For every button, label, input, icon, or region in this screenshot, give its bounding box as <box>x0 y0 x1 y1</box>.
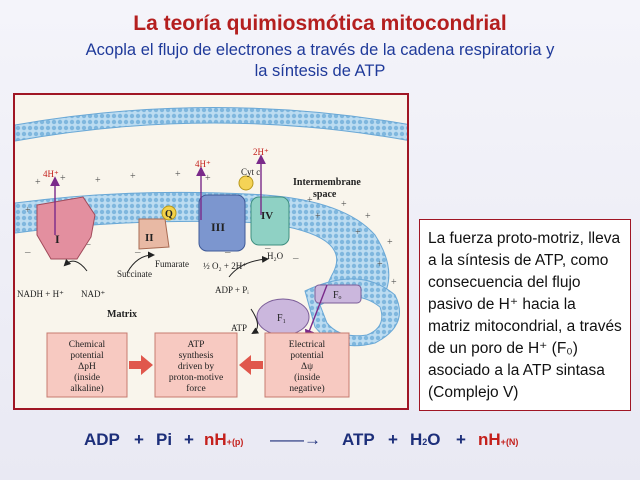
atp-box-line-5: force <box>186 383 206 394</box>
complex-iv-label: IV <box>261 210 273 222</box>
chemical-box-line-2: potential <box>70 351 104 361</box>
succinate-label: Succinate <box>117 269 152 279</box>
svg-text:+: + <box>95 175 101 186</box>
complex-i-shape <box>36 196 96 260</box>
slide-subtitle: Acopla el flujo de electrones a través d… <box>40 40 600 82</box>
electrical-box-line-2: potential <box>290 351 324 361</box>
chemical-box-line-4: (inside <box>74 372 100 383</box>
complex-ii-label: II <box>145 232 154 244</box>
proton-label-mid: 4H⁺ <box>195 159 211 169</box>
electrical-box-line-3: Δψ <box>301 362 313 372</box>
atp-box-line-2: synthesis <box>179 351 214 361</box>
eq-h2o: H2O <box>410 430 441 450</box>
svg-text:–: – <box>24 246 31 258</box>
fo-label: Fₒ <box>333 290 342 301</box>
svg-text:+: + <box>355 227 361 238</box>
svg-text:–: – <box>292 252 299 264</box>
eq-plus-4: + <box>456 430 466 449</box>
atp-label: ATP <box>231 323 247 333</box>
complex-iii-label: III <box>211 220 225 234</box>
nad-label: NAD⁺ <box>81 289 105 299</box>
adp-label: ADP + Pᵢ <box>215 285 249 295</box>
arrow-right-icon <box>129 355 153 375</box>
svg-text:+: + <box>130 171 136 182</box>
eq-plus-3: + <box>388 430 398 449</box>
eq-nh-left-text: nH <box>204 430 227 449</box>
eq-sub-left: (p) <box>231 437 244 447</box>
svg-text:+: + <box>25 205 31 216</box>
outer-membrane <box>15 107 407 142</box>
svg-text:+: + <box>387 237 393 248</box>
eq-plus-2: + <box>184 430 194 449</box>
chemical-box-line-1: Chemical <box>69 340 106 350</box>
oxygen-label: ½ O₂ + 2H⁺ <box>203 261 247 271</box>
space-label: space <box>313 189 337 200</box>
eq-nh-right-text: nH <box>478 430 501 449</box>
svg-text:+: + <box>60 173 66 184</box>
q-label: Q <box>165 209 173 220</box>
svg-text:–: – <box>84 238 91 250</box>
electrical-box-line-1: Electrical <box>289 340 326 350</box>
chemical-box-line-3: ΔpH <box>78 362 96 372</box>
electrical-box-line-4: (inside <box>294 372 320 383</box>
eq-h2o-o: O <box>427 430 441 449</box>
proton-label-right: 2H⁺ <box>253 147 269 157</box>
svg-text:+: + <box>315 211 321 222</box>
arrow-left-icon <box>239 355 263 375</box>
svg-text:+: + <box>377 259 383 270</box>
cytc-label: Cyt c <box>241 167 260 177</box>
svg-text:–: – <box>134 246 141 258</box>
f1-label: F₁ <box>277 313 286 324</box>
svg-text:+: + <box>391 277 397 288</box>
atp-box-line-1: ATP <box>188 340 205 350</box>
negative-charges: – – – – – – <box>24 238 299 264</box>
eq-nh-left: nH+(p) <box>204 430 243 450</box>
electrical-box-line-5: negative) <box>289 383 324 394</box>
atp-box-line-3: driven by <box>178 362 214 372</box>
water-label: H₂O <box>267 251 284 261</box>
proton-label-left: 4H⁺ <box>43 169 59 179</box>
eq-sup-left: + <box>226 437 232 447</box>
slide-title: La teoría quimiosmótica mitocondrial <box>133 12 507 35</box>
eq-h2o-sub: 2 <box>422 437 428 447</box>
eq-plus-1: + <box>134 430 144 449</box>
eq-adp: ADP <box>84 430 120 449</box>
intermembrane-label: Intermembrane <box>293 177 361 188</box>
eq-sup-right: + <box>500 437 506 447</box>
chemical-box-line-5: alkaline) <box>70 383 103 394</box>
eq-arrow: ——→ <box>270 430 321 449</box>
subtitle-line-2: la síntesis de ATP <box>254 62 386 80</box>
explanation-box: La fuerza proto-motriz, lleva a la sínte… <box>419 219 631 411</box>
eq-pi: Pi <box>156 430 173 449</box>
chemiosmosis-diagram: +++ +++ +++ +++ +++ ––– ––– I II Q III C… <box>15 107 407 398</box>
fumarate-label: Fumarate <box>155 259 189 269</box>
eq-sub-right: (N) <box>505 437 519 447</box>
svg-text:+: + <box>205 173 211 184</box>
atp-equation: ADP + Pi + nH+(p) ——→ ATP + H2O + nH+(N) <box>84 430 564 456</box>
nadh-label: NADH + H⁺ <box>17 289 64 299</box>
svg-text:+: + <box>365 211 371 222</box>
complex-ii-shape <box>138 218 170 250</box>
svg-text:+: + <box>175 169 181 180</box>
complex-i-label: I <box>55 232 60 246</box>
svg-text:–: – <box>264 242 271 254</box>
svg-text:–: – <box>224 246 231 258</box>
eq-atp: ATP <box>342 430 375 449</box>
positive-charges: +++ +++ +++ +++ +++ <box>25 169 397 288</box>
mitochondria-figure: +++ +++ +++ +++ +++ ––– ––– I II Q III C… <box>13 93 409 410</box>
svg-text:+: + <box>341 199 347 210</box>
atp-box-line-4: proton-motive <box>169 373 223 383</box>
eq-h2o-h: H <box>410 430 423 449</box>
svg-text:+: + <box>307 195 313 206</box>
eq-nh-right: nH+(N) <box>478 430 518 450</box>
svg-text:+: + <box>35 177 41 188</box>
matrix-label: Matrix <box>107 309 137 320</box>
subtitle-line-1: Acopla el flujo de electrones a través d… <box>85 41 555 59</box>
